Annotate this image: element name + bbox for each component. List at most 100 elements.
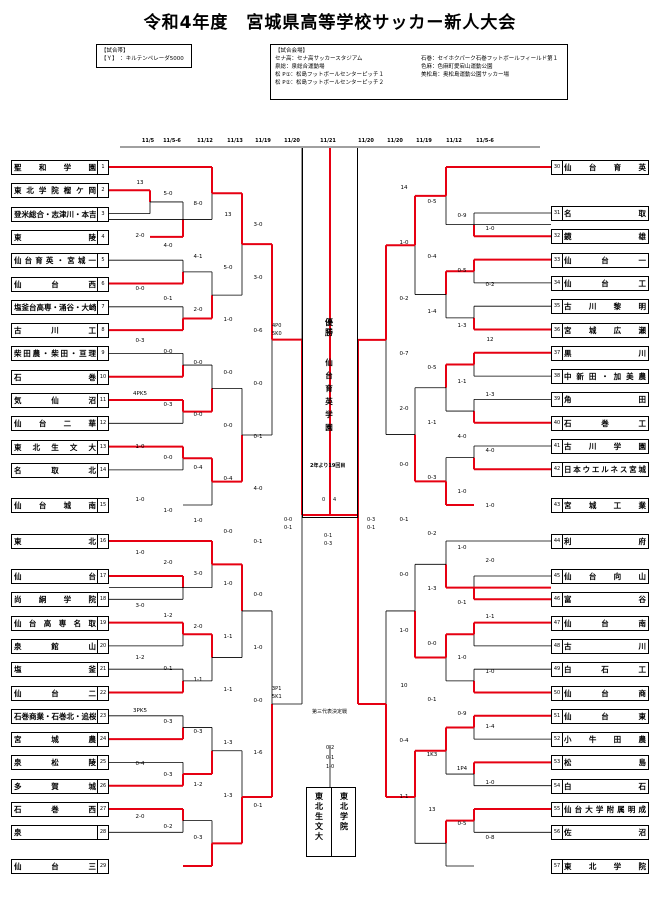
team-name: 富 谷 bbox=[564, 595, 646, 605]
team-number: 1 bbox=[97, 161, 108, 174]
venue-line: 石巻：セイホクパーク石巻フットボールフィールド第１ bbox=[421, 56, 559, 62]
match-score: 1-0 bbox=[457, 544, 467, 551]
match-score: 0-0 bbox=[223, 370, 233, 377]
team-number: 6 bbox=[97, 277, 108, 291]
team-number: 33 bbox=[552, 253, 563, 267]
pk-label: 5K1 bbox=[272, 694, 282, 700]
team-name: 東 北 学 院 bbox=[564, 862, 646, 871]
match-score: 0-0 bbox=[223, 528, 233, 535]
team-number: 55 bbox=[552, 803, 563, 816]
match-score: 2-0 bbox=[193, 623, 203, 630]
period-box: 【試合帯】 【Ｙ】 ：キルテンペレーダ5000 bbox=[96, 44, 192, 68]
match-score: 1-1 bbox=[193, 676, 203, 683]
match-score: 3-0 bbox=[193, 570, 203, 577]
team-name: 仙 台 二 bbox=[14, 688, 96, 698]
match-score: 0-0 bbox=[193, 412, 203, 419]
match-score: 0-4 bbox=[223, 475, 233, 482]
match-score: 0-9 bbox=[457, 710, 467, 717]
team-name: 東 北 bbox=[14, 537, 96, 546]
team-name: 古 川 学 園 bbox=[564, 442, 646, 451]
team-name: 塩釜台高専・涌谷・大崎中央 bbox=[14, 302, 96, 312]
team-number: 8 bbox=[97, 324, 108, 338]
team-name: 古 川 bbox=[564, 641, 646, 651]
team-name: 黒 川 bbox=[564, 348, 646, 358]
semi-score: 0-3 bbox=[324, 541, 333, 547]
semi-score: 0-3 bbox=[367, 517, 376, 523]
pk-label: 3P1 bbox=[272, 686, 282, 692]
team-entry: 塩釜台高専・涌谷・大崎中央7 bbox=[11, 299, 109, 315]
match-score: 1-3 bbox=[223, 792, 233, 799]
match-score: 0-5 bbox=[457, 821, 467, 828]
team-number: 9 bbox=[97, 347, 108, 361]
team-number: 39 bbox=[552, 393, 563, 407]
round-date: 11/20 bbox=[284, 138, 300, 144]
team-name: 気 仙 沼 bbox=[14, 396, 96, 405]
match-score: 1-2 bbox=[163, 613, 173, 620]
round-date: 11/5 bbox=[141, 138, 155, 144]
match-score: 0-0 bbox=[253, 697, 263, 704]
match-score: 0-6 bbox=[253, 327, 263, 334]
round-date: 11/20 bbox=[358, 138, 374, 144]
match-score: 1-1 bbox=[223, 634, 233, 641]
match-score: 1-0 bbox=[485, 779, 495, 786]
match-score: 1K3 bbox=[426, 752, 438, 759]
round-date: 11/13 bbox=[227, 138, 243, 144]
match-score: 0-3 bbox=[193, 835, 203, 841]
period-box-line: 【Ｙ】 ：キルテンペレーダ5000 bbox=[101, 56, 184, 62]
team-name: 仙台育英・宮城一 bbox=[14, 256, 96, 266]
match-score: 3-0 bbox=[253, 275, 263, 282]
team-number: 49 bbox=[552, 663, 563, 677]
third-score: 1-0 bbox=[326, 764, 335, 770]
team-number: 53 bbox=[552, 756, 563, 770]
team-number: 48 bbox=[552, 639, 563, 653]
match-score: 0-0 bbox=[399, 572, 409, 579]
match-score: 1-0 bbox=[399, 627, 409, 634]
team-number: 29 bbox=[97, 860, 108, 873]
pk-label: 4P0 bbox=[272, 323, 282, 329]
match-score: 0-2 bbox=[485, 281, 495, 288]
match-score: 1-0 bbox=[457, 655, 467, 662]
team-name: 松 島 bbox=[564, 758, 646, 768]
match-score: 1-2 bbox=[135, 655, 145, 662]
match-score: 3-0 bbox=[135, 602, 145, 609]
team-name: 名 取 北 bbox=[14, 465, 96, 475]
team-number: 26 bbox=[97, 779, 108, 793]
match-score: 1-1 bbox=[223, 687, 233, 694]
team-name: 石 巻 工 bbox=[564, 418, 646, 428]
semi-score: 0-0 bbox=[284, 517, 293, 523]
match-score: 0-5 bbox=[457, 267, 467, 274]
match-score: 4-0 bbox=[163, 243, 173, 250]
team-number: 19 bbox=[97, 616, 108, 630]
team-name: 古 川 工 bbox=[14, 326, 96, 336]
team-number: 13 bbox=[97, 440, 108, 454]
team-name: 日本ウエルネス宮城 bbox=[564, 465, 646, 475]
round-date: 11/19 bbox=[255, 138, 271, 144]
match-score: 12 bbox=[486, 337, 494, 344]
match-score: 5-0 bbox=[223, 264, 233, 271]
venue-box-heading: 【試合会場】 bbox=[275, 48, 309, 54]
match-score: 1-3 bbox=[457, 323, 467, 330]
match-score: 0-2 bbox=[163, 824, 173, 831]
match-score: 0-0 bbox=[193, 359, 203, 366]
match-score: 0-0 bbox=[223, 422, 233, 429]
team-name: 石巻商業・石巻北・追桜 bbox=[14, 711, 96, 721]
match-score: 1-3 bbox=[485, 392, 495, 399]
team-name: 石 巻 bbox=[14, 372, 96, 382]
match-score: 0-0 bbox=[253, 592, 263, 599]
round-date: 11/21 bbox=[320, 138, 336, 144]
match-score: 1-0 bbox=[485, 226, 495, 233]
